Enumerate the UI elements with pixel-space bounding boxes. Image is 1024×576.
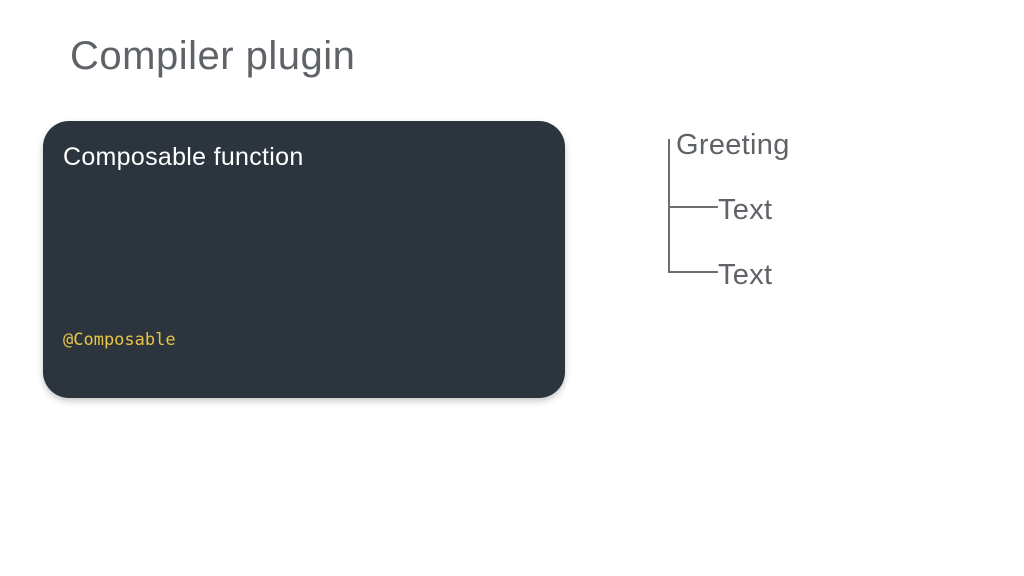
tree-node-greeting: Greeting bbox=[676, 129, 790, 161]
code-block: @Composable fun Greeting(name: String) {… bbox=[63, 204, 553, 398]
page-title: Compiler plugin bbox=[70, 34, 356, 78]
token-annotation: @Composable bbox=[63, 330, 176, 350]
composable-function-card: Composable function @Composable fun Gree… bbox=[43, 121, 565, 398]
tree-branch-line-1 bbox=[668, 206, 718, 208]
tree-node-text-1: Text bbox=[718, 194, 773, 226]
code-line-1: @Composable bbox=[63, 321, 553, 360]
card-title: Composable function bbox=[63, 143, 304, 171]
composition-tree: Greeting Text Text bbox=[660, 125, 890, 305]
tree-branch-line-2 bbox=[668, 271, 718, 273]
tree-node-text-2: Text bbox=[718, 259, 773, 291]
